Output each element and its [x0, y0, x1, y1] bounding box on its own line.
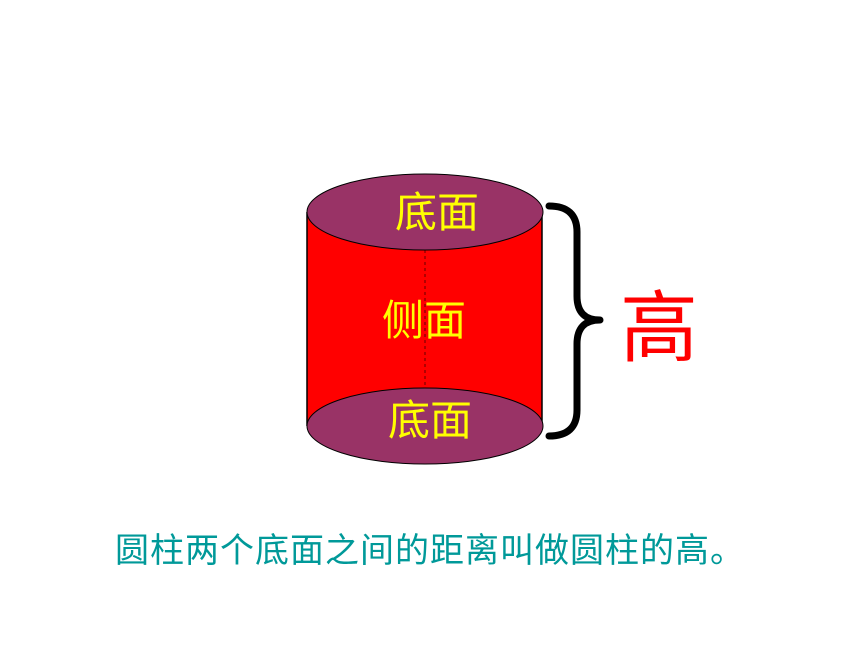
bottom-base-label: 底面 [388, 396, 473, 445]
definition-caption: 圆柱两个底面之间的距离叫做圆柱的高。 [115, 531, 745, 571]
bottom-base [306, 387, 544, 465]
height-label: 高 [620, 284, 699, 374]
lateral-surface-label: 侧面 [382, 296, 467, 345]
top-base-label: 底面 [395, 188, 480, 237]
top-base [306, 173, 544, 251]
height-brace [545, 202, 604, 440]
